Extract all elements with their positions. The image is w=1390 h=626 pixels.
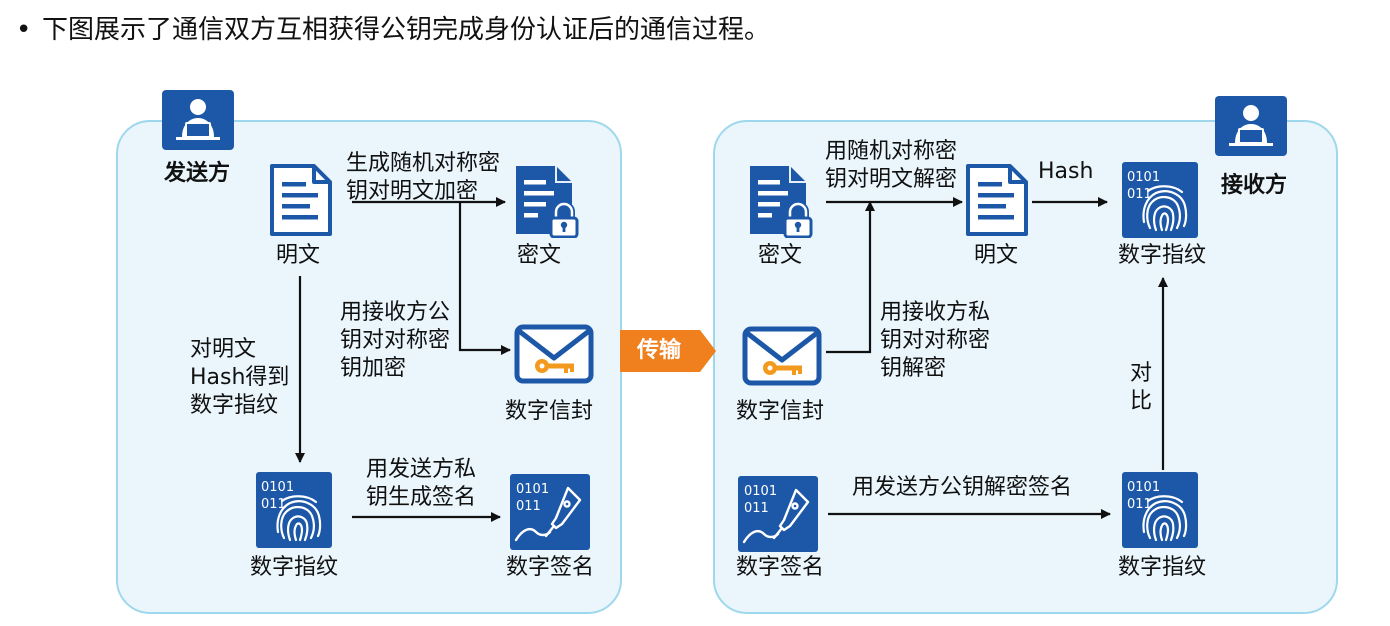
sender-ciphertext-label: 密文	[517, 243, 562, 268]
transmit-arrow-shape	[620, 330, 716, 372]
receiver-signature-bits-line1: 0101	[744, 484, 778, 499]
transmit-arrow: 传输	[620, 330, 716, 376]
bullet-marker: •	[16, 15, 32, 45]
sender-fingerprint-label: 数字指纹	[250, 555, 339, 580]
sender-encrypt-step-label: 生成随机对称密 钥对明文加密	[346, 151, 501, 204]
sender-sign-step-label: 用发送方私 钥生成签名	[366, 457, 477, 510]
receiver-envelope-key-icon	[742, 326, 822, 386]
receiver-person-icon	[1215, 96, 1287, 156]
receiver-bottom-fingerprint-bits-line2: 011	[1127, 497, 1152, 512]
receiver-compare-step-label: 对 比	[1130, 361, 1153, 414]
receiver-bottom-fingerprint-bits-line1: 0101	[1127, 480, 1161, 495]
receiver-ciphertext-locked-document-icon	[748, 164, 814, 238]
sender-role-label: 发送方	[164, 161, 231, 186]
receiver-verify-step-label: 用发送方公钥解密签名	[852, 475, 1073, 500]
receiver-top-fingerprint-label: 数字指纹	[1118, 243, 1207, 268]
sender-fingerprint-bits-line2: 011	[261, 497, 286, 512]
receiver-open-envelope-step-label: 用接收方私 钥对对称密 钥解密	[880, 300, 991, 381]
sender-signature-bits-line1: 0101	[516, 482, 550, 497]
receiver-top-fingerprint-bits-line2: 011	[1127, 187, 1152, 202]
receiver-top-fingerprint-bits-line1: 0101	[1127, 170, 1161, 185]
sender-envelope-key-icon	[514, 324, 594, 384]
transmit-arrow-label: 传输	[636, 338, 681, 363]
receiver-hash-step-label: Hash	[1038, 159, 1094, 184]
sender-envelope-step-label: 用接收方公 钥对对称密 钥加密	[340, 300, 451, 381]
intro-sentence: • 下图展示了通信双方互相获得公钥完成身份认证后的通信过程。	[16, 10, 770, 50]
sender-plaintext-document-icon	[270, 164, 332, 236]
receiver-ciphertext-label: 密文	[758, 243, 803, 268]
receiver-plaintext-label: 明文	[974, 243, 1019, 268]
receiver-signature-bits-line2: 011	[744, 501, 769, 516]
arrow-sender-envelope	[458, 202, 511, 355]
arrow-receiver-open-envelope	[826, 201, 875, 354]
sender-signature-label: 数字签名	[506, 555, 595, 580]
receiver-plaintext-document-icon	[966, 164, 1028, 236]
sender-plaintext-label: 明文	[276, 243, 321, 268]
receiver-signature-label: 数字签名	[736, 555, 825, 580]
sender-person-icon	[162, 90, 234, 150]
sender-fingerprint-bits-line1: 0101	[261, 480, 295, 495]
sender-signature-bits-line2: 011	[516, 499, 541, 514]
sender-ciphertext-locked-document-icon	[514, 164, 580, 238]
receiver-bottom-fingerprint-label: 数字指纹	[1118, 555, 1207, 580]
sender-envelope-label: 数字信封	[505, 399, 594, 424]
receiver-decrypt-step-label: 用随机对称密 钥对明文解密	[825, 139, 958, 192]
intro-text: 下图展示了通信双方互相获得公钥完成身份认证后的通信过程。	[42, 15, 771, 45]
receiver-envelope-label: 数字信封	[736, 399, 825, 424]
receiver-role-label: 接收方	[1221, 173, 1288, 198]
sender-hash-step-label: 对明文 Hash得到 数字指纹	[190, 337, 290, 418]
